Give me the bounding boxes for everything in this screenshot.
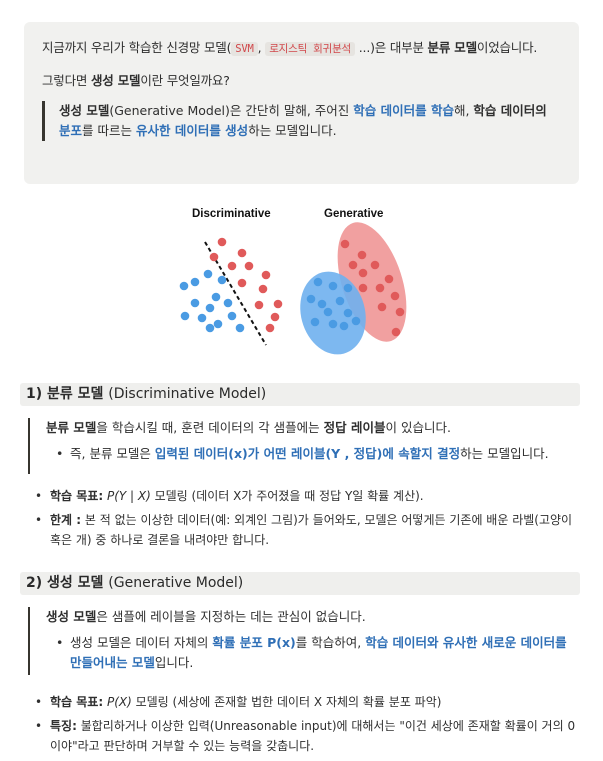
list-item: 생성 모델은 데이터 자체의 확률 분포 P(x)를 학습하여, 학습 데이터와…	[46, 633, 568, 673]
generative-blue-points	[306, 277, 361, 331]
s2-li-text: 생성 모델은 데이터 자체의	[70, 635, 213, 650]
scatter-illustration	[179, 222, 407, 355]
s1-text-2: 이 있습니다.	[385, 420, 451, 435]
model-comparison-figure: Discriminative Generative	[170, 200, 440, 370]
section2-title-en: (Generative Model)	[108, 575, 244, 591]
def-bold-2: 학습 데이터의	[473, 103, 547, 118]
section2-quote-text: 생성 모델은 샘플에 레이블을 지정하는 데는 관심이 없습니다.	[46, 607, 568, 627]
list-item: 학습 목표: P(X) 모델링 (세상에 존재할 법한 데이터 X 자체의 확률…	[30, 692, 585, 712]
definition-quote: 생성 모델(Generative Model)은 간단히 말해, 주어진 학습 …	[42, 101, 561, 141]
section2-heading: 2) 생성 모델 (Generative Model)	[20, 572, 580, 595]
s2-bold: 생성 모델	[46, 609, 97, 624]
section1-heading: 1) 분류 모델 (Discriminative Model)	[20, 383, 580, 406]
code-logistic: 로지스틱 회귀분석	[265, 42, 356, 56]
def-text-4: 하는 모델입니다.	[248, 123, 337, 138]
s1-b1-math: P(Y | X)	[103, 489, 151, 503]
question-paragraph: 그렇다면 생성 모델이란 무엇일까요?	[42, 71, 561, 91]
s2-li-blue-1: 확률 분포 P(x)	[212, 635, 296, 650]
intro-text-3: 이었습니다.	[476, 40, 538, 55]
question-text: 그렇다면	[42, 73, 91, 88]
s2-li-blue-2: 학습 데이터와 유사한 새로운 데이터를 만들어내는 모델	[70, 635, 567, 670]
s2-li-text-3: 입니다.	[154, 655, 194, 670]
intro-callout: 지금까지 우리가 학습한 신경망 모델(SVM, 로지스틱 회귀분석 ...)은…	[24, 22, 579, 184]
s2-b2-text: 불합리하거나 이상한 입력(Unreasonable input)에 대해서는 …	[50, 719, 576, 753]
section2-quote-list: 생성 모델은 데이터 자체의 확률 분포 P(x)를 학습하여, 학습 데이터와…	[46, 633, 568, 673]
section1-title-en: (Discriminative Model)	[108, 386, 267, 402]
section1-quote-text: 분류 모델을 학습시킬 때, 훈련 데이터의 각 샘플에는 정답 레이블이 있습…	[46, 418, 549, 438]
intro-comma: ,	[257, 40, 266, 55]
discriminative-blue-points	[179, 269, 245, 333]
list-item: 학습 목표: P(Y | X) 모델링 (데이터 X가 주어졌을 때 정답 Y일…	[30, 486, 585, 506]
code-svm: SVM	[231, 42, 258, 56]
discriminative-label: Discriminative	[192, 208, 271, 220]
s1-b1-label: 학습 목표:	[50, 489, 104, 503]
section1-bullets: 학습 목표: P(Y | X) 모델링 (데이터 X가 주어졌을 때 정답 Y일…	[30, 486, 585, 554]
s1-li-text: 즉, 분류 모델은	[70, 446, 155, 461]
blue-distribution-ellipse	[300, 271, 366, 355]
question-text-2: 이란 무엇일까요?	[140, 73, 230, 88]
s2-b1-label: 학습 목표:	[50, 695, 104, 709]
intro-paragraph: 지금까지 우리가 학습한 신경망 모델(SVM, 로지스틱 회귀분석 ...)은…	[42, 38, 561, 59]
intro-text-2: ...)은 대부분	[355, 40, 428, 55]
question-bold: 생성 모델	[90, 73, 141, 88]
def-blue-3: 유사한 데이터를 생성	[135, 123, 249, 138]
section2-quote: 생성 모델은 샘플에 레이블을 지정하는 데는 관심이 없습니다. 생성 모델은…	[28, 607, 568, 675]
list-item: 특징: 불합리하거나 이상한 입력(Unreasonable input)에 대…	[30, 716, 585, 756]
section2-bullets: 학습 목표: P(X) 모델링 (세상에 존재할 법한 데이터 X 자체의 확률…	[30, 692, 585, 760]
def-text-3: 를 따르는	[82, 123, 136, 138]
s2-b2-label: 특징:	[50, 719, 77, 733]
def-blue-1: 학습 데이터를 학습	[353, 103, 454, 118]
s2-li-text-2: 를 학습하여,	[295, 635, 366, 650]
s1-bold-2: 정답 레이블	[323, 420, 386, 435]
def-text-2: 해,	[453, 103, 474, 118]
s1-li-blue: 입력된 데이터(x)가 어떤 레이블(Y , 정답)에 속할지 결정	[154, 446, 461, 461]
discriminative-red-points	[209, 237, 283, 333]
section2-title: 2) 생성 모델	[26, 575, 109, 591]
s1-bold: 분류 모델	[46, 420, 97, 435]
s1-text: 을 학습시킬 때, 훈련 데이터의 각 샘플에는	[96, 420, 324, 435]
s1-li-text-2: 하는 모델입니다.	[460, 446, 549, 461]
def-text: (Generative Model)은 간단히 말해, 주어진	[109, 103, 354, 118]
generative-label: Generative	[324, 208, 384, 220]
list-item: 한계 : 본 적 없는 이상한 데이터(예: 외계인 그림)가 들어와도, 모델…	[30, 510, 585, 550]
section1-quote: 분류 모델을 학습시킬 때, 훈련 데이터의 각 샘플에는 정답 레이블이 있습…	[28, 418, 549, 474]
s1-b2-text: 본 적 없는 이상한 데이터(예: 외계인 그림)가 들어와도, 모델은 어떻게…	[50, 513, 573, 547]
s2-text: 은 샘플에 레이블을 지정하는 데는 관심이 없습니다.	[96, 609, 366, 624]
intro-text: 지금까지 우리가 학습한 신경망 모델(	[42, 40, 232, 55]
section1-title: 1) 분류 모델	[26, 386, 109, 402]
generative-red-points	[340, 239, 405, 337]
s1-b2-label: 한계 :	[50, 513, 82, 527]
intro-bold: 분류 모델	[427, 40, 478, 55]
list-item: 즉, 분류 모델은 입력된 데이터(x)가 어떤 레이블(Y , 정답)에 속할…	[46, 444, 549, 464]
decision-boundary-line	[204, 241, 267, 346]
section1-quote-list: 즉, 분류 모델은 입력된 데이터(x)가 어떤 레이블(Y , 정답)에 속할…	[46, 444, 549, 464]
def-blue-2: 분포	[59, 123, 83, 138]
def-bold: 생성 모델	[59, 103, 110, 118]
s2-b1-text: 모델링 (세상에 존재할 법한 데이터 X 자체의 확률 분포 파악)	[131, 695, 442, 709]
s2-b1-math: P(X)	[103, 695, 132, 709]
s1-b1-text: 모델링 (데이터 X가 주어졌을 때 정답 Y일 확률 계산).	[150, 489, 424, 503]
